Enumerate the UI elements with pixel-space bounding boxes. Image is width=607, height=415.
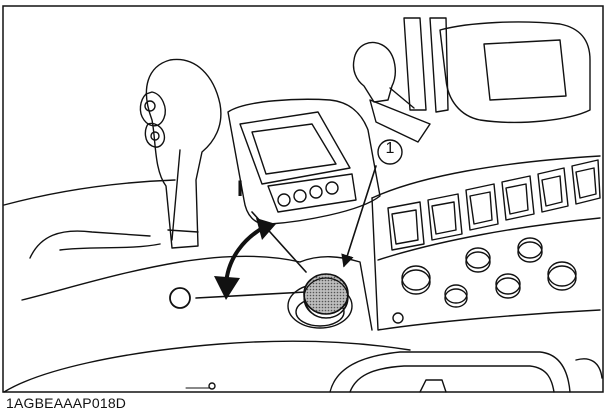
- floor-housing: [329, 351, 571, 393]
- upper-right-housing: [439, 21, 591, 124]
- shifter-boot-left: [29, 230, 151, 259]
- control-knob: [303, 273, 349, 319]
- right-edge-trim: [575, 358, 603, 379]
- figure-code: 1AGBEAAAP018D: [6, 395, 127, 411]
- on-position-label: I: [237, 176, 244, 201]
- shift-lever: [139, 58, 222, 249]
- console-edge-line: [3, 179, 176, 206]
- floor-pedal: [419, 379, 447, 393]
- console-base-line: [3, 340, 411, 393]
- rotation-arrow: [214, 218, 276, 300]
- shifter-boot-fold: [59, 243, 161, 251]
- off-position-label: O: [180, 302, 181, 303]
- console-divider: [299, 256, 373, 331]
- callout-number: 1: [385, 140, 395, 157]
- display-panel: [227, 98, 381, 225]
- floor-housing-inner: [349, 365, 555, 393]
- upper-right-recess: [483, 39, 567, 101]
- rotary-knobs: [392, 237, 577, 324]
- callout-leader-arrow: [341, 165, 377, 268]
- console-lower-edge: [21, 255, 301, 301]
- switch-panel: [371, 155, 601, 331]
- off-position-circle: [169, 287, 191, 309]
- off-leader-line: [195, 291, 307, 299]
- code-leader-dot: [208, 382, 216, 390]
- figure-frame: [2, 5, 604, 393]
- throttle-lever: [352, 17, 449, 143]
- callout-circle: [377, 139, 403, 165]
